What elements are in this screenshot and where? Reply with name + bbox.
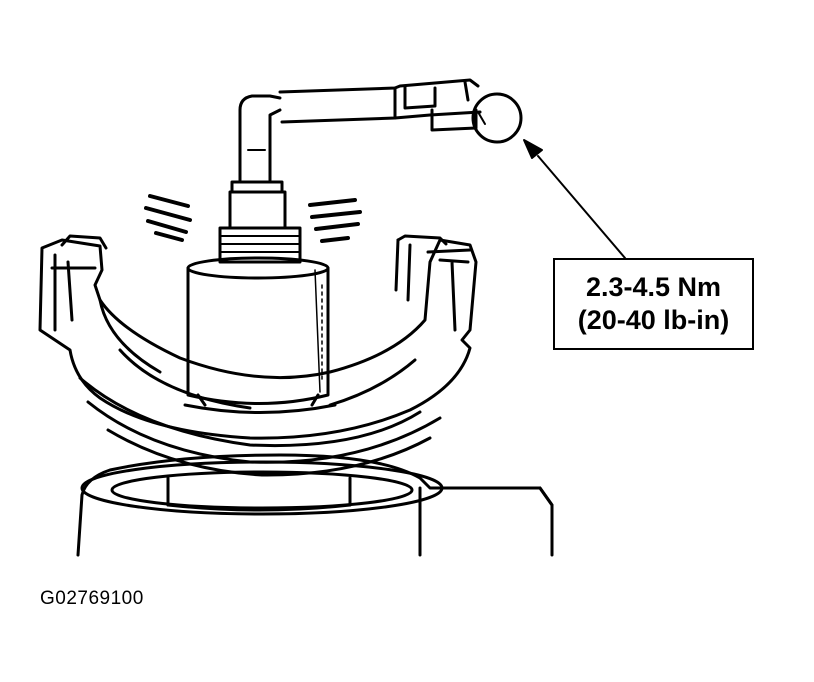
rotation-motion-lines — [144, 194, 362, 243]
torque-spec-callout: 2.3-4.5 Nm (20-40 lb-in) — [553, 258, 754, 350]
torque-wrench — [238, 78, 523, 182]
transmission-case-outline — [76, 453, 554, 557]
torque-imperial-label: (20-40 lb-in) — [577, 305, 730, 335]
torque-metric-label: 2.3-4.5 Nm — [585, 272, 722, 302]
sensor-body — [183, 256, 337, 414]
callout-leader-line — [523, 139, 626, 259]
sensor-threaded-neck — [218, 180, 302, 264]
yoke-bracket — [38, 234, 478, 477]
figure-id-label: G02769100 — [40, 588, 144, 609]
